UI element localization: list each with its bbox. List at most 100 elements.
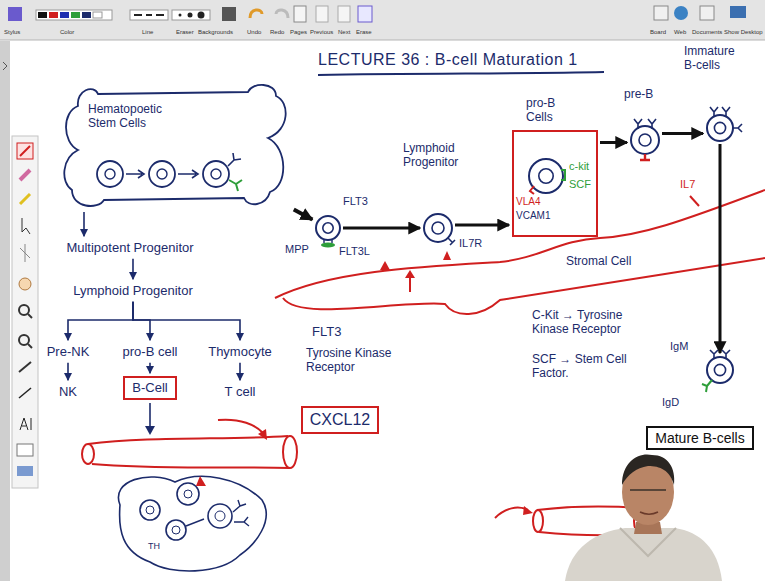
node-text: Multipotent Progenitor (66, 240, 193, 256)
note-label: Stromal Cell (566, 254, 631, 268)
text-holder: c-kit (569, 160, 589, 173)
node-text: IgM (670, 340, 688, 353)
rect-part (36, 10, 112, 20)
path-part (196, 476, 206, 486)
path-part (702, 380, 712, 392)
flow-label: Multipotent Progenitor (63, 239, 196, 257)
toolbar-label: Color (60, 29, 74, 36)
path-part (28, 314, 32, 318)
label-holder: FLT3 (312, 324, 341, 340)
highlight-box: Mature B-cells (646, 426, 753, 451)
circle-part (97, 161, 123, 187)
path-part (118, 476, 266, 571)
flow-arrow (343, 227, 420, 230)
path-part (20, 194, 30, 204)
path-part (258, 429, 267, 440)
circle-part (166, 520, 186, 540)
bone-outline: Hematopoetic Stem Cells (58, 80, 292, 210)
node-text: NK (59, 384, 77, 400)
label-holder: Documents (692, 29, 722, 36)
node-text: SCF (569, 178, 591, 191)
toolbar-label: Documents (692, 29, 722, 36)
circle-part (149, 161, 175, 187)
circle-part (323, 223, 333, 233)
rect-part (700, 6, 714, 20)
label-holder: Previous (310, 29, 333, 36)
text-holder: FLT3L (339, 245, 370, 258)
path-part (710, 107, 742, 132)
rect-part (60, 12, 69, 18)
text-holder: VLA4 (516, 196, 540, 208)
flow-label: Lymphoid Progenitor (70, 282, 195, 300)
toolbar-label: Redo (270, 29, 284, 36)
text-holder: IL7R (459, 237, 482, 250)
line-part (0, 40, 765, 41)
flow-arrow (132, 259, 134, 279)
circle-part (172, 526, 180, 534)
text-holder: FLT3 (343, 195, 368, 208)
lecture-title: LECTURE 36 : B-cell Maturation 1 (318, 51, 578, 69)
path-part (620, 528, 676, 556)
toolbar-label: Backgrounds (198, 29, 233, 36)
path-part (380, 261, 390, 270)
path-part (20, 244, 30, 262)
circle-part (215, 511, 225, 521)
rect-part (38, 12, 47, 18)
rect-part (17, 444, 33, 456)
toolbar-label: Stylus (4, 29, 20, 36)
path-part (186, 519, 204, 526)
rect-part (358, 6, 372, 22)
node-text: pro-B cell (123, 344, 178, 360)
path-part (92, 464, 290, 468)
circle-part (146, 506, 154, 514)
circle-part (707, 357, 733, 383)
path-part (530, 186, 534, 194)
circle-part (177, 483, 199, 505)
cell-circle: c-kitSCFVLA4VCAM1 (528, 158, 564, 194)
flow-label: pro-B cell (120, 343, 181, 361)
highlight-box: CXCL12 (301, 406, 379, 433)
flow-arrow (239, 363, 241, 380)
shape-drawing (706, 356, 734, 384)
note-label: SCF → Stem Cell Factor. (532, 352, 652, 381)
shape-drawing (58, 80, 292, 210)
circle-part (19, 278, 31, 290)
path-part (448, 238, 455, 245)
text-holder: pre-B (624, 87, 653, 101)
text-holder: Immature B-cells (684, 44, 742, 73)
node-text: Pre-NK (47, 344, 90, 360)
label-holder: Stylus (4, 29, 20, 36)
circle-part (707, 115, 733, 141)
label-holder: Show Desktop (724, 29, 763, 36)
node-text: B-Cell (132, 380, 167, 396)
node-text: T cell (225, 384, 256, 400)
path-part (622, 454, 674, 485)
rect-part (130, 10, 168, 20)
circle-part (714, 122, 725, 133)
node-text: Mature B-cells (655, 430, 744, 447)
circle-part (179, 14, 182, 17)
toolbar-label: Undo (247, 29, 261, 36)
rect-part (71, 12, 80, 18)
path-part (3, 62, 7, 70)
label-holder: SCF → Stem Cell Factor. (532, 352, 652, 381)
node-text: pre-B (624, 87, 653, 101)
circle-part (714, 364, 725, 375)
toolbar-label: Erase (356, 29, 372, 36)
ellipse-part (533, 510, 543, 532)
shape-drawing (423, 213, 453, 243)
path-part (145, 426, 155, 435)
node-text: IL7R (459, 237, 482, 250)
node-text: Thymocyte (208, 344, 272, 360)
shape-drawing (706, 114, 734, 142)
path-part (495, 508, 528, 518)
circle-part (529, 159, 563, 193)
rect-part (93, 12, 102, 18)
node-text: Immature B-cells (684, 44, 742, 73)
node-text: FLT3L (339, 245, 370, 258)
flow-label: Thymocyte (205, 343, 275, 361)
path-part (134, 14, 164, 16)
text-holder: VCAM1 (516, 210, 550, 222)
rect-part (8, 7, 22, 21)
flow-arrow (83, 212, 85, 236)
